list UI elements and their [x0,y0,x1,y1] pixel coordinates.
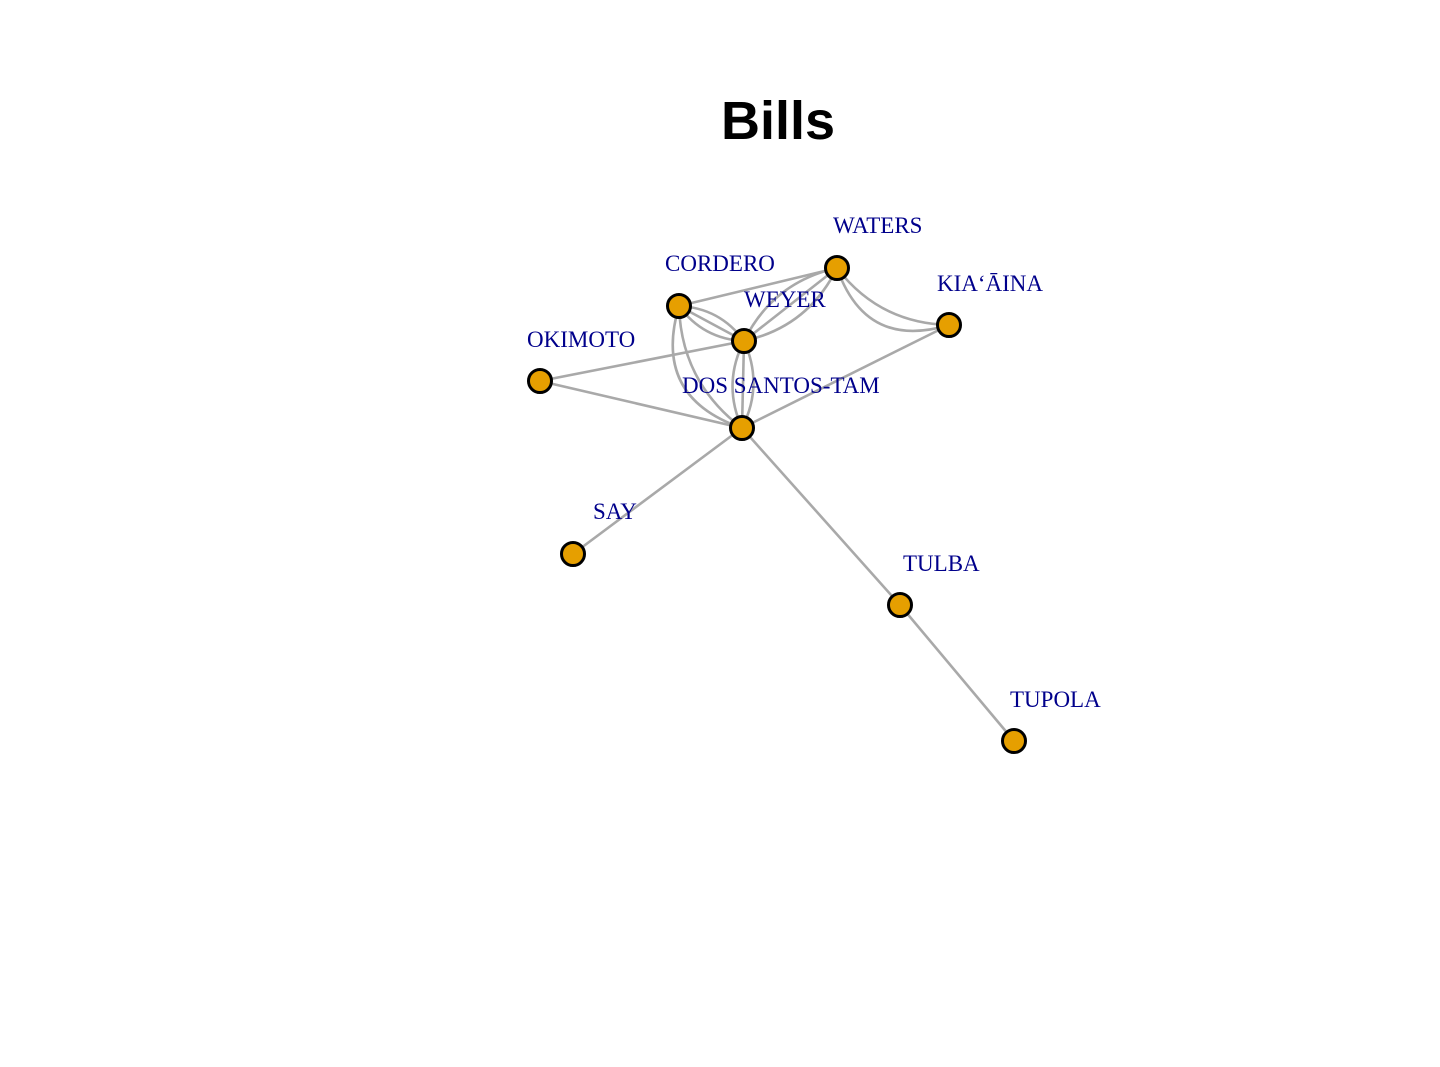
nodes-layer [527,255,1027,754]
node-label-waters: WATERS [833,213,922,238]
node-tulba [887,592,913,618]
node-dossantos [729,415,755,441]
node-kiaaina [936,312,962,338]
edge-dossantos-say [572,426,743,556]
edge-kiaaina-dossantos [741,323,950,430]
graph-title: Bills [721,91,835,151]
node-label-weyer: WEYER [744,287,826,312]
node-label-cordero: CORDERO [665,251,775,276]
node-cordero [666,293,692,319]
edge-cordero-waters [678,266,838,308]
node-label-kiaaina: KIA‘ĀINA [937,271,1043,296]
node-say [560,541,586,567]
edge-waters-kiaaina [835,267,950,333]
edge-okimoto-weyer [539,339,745,383]
node-label-say: SAY [593,499,637,524]
node-weyer [731,328,757,354]
edge-dossantos-tulba [741,427,901,606]
node-label-okimoto: OKIMOTO [527,327,635,352]
node-label-tupola: TUPOLA [1010,687,1101,712]
node-label-dossantos: DOS SANTOS-TAM [682,373,880,398]
edge-waters-weyer [742,266,838,342]
edge-cordero-dossantos [671,305,743,430]
edge-cordero-dossantos [677,305,743,430]
node-waters [824,255,850,281]
node-label-tulba: TULBA [903,551,980,576]
labels-layer: WATERS CORDERO WEYER KIA‘ĀINA OKIMOTO DOS SAN… [527,213,1101,712]
edge-waters-weyer [743,267,839,343]
edge-waters-kiaaina [835,267,950,327]
node-okimoto [527,368,553,394]
edge-tulba-tupola [899,604,1015,742]
node-tupola [1001,728,1027,754]
edge-okimoto-dossantos [539,379,743,430]
